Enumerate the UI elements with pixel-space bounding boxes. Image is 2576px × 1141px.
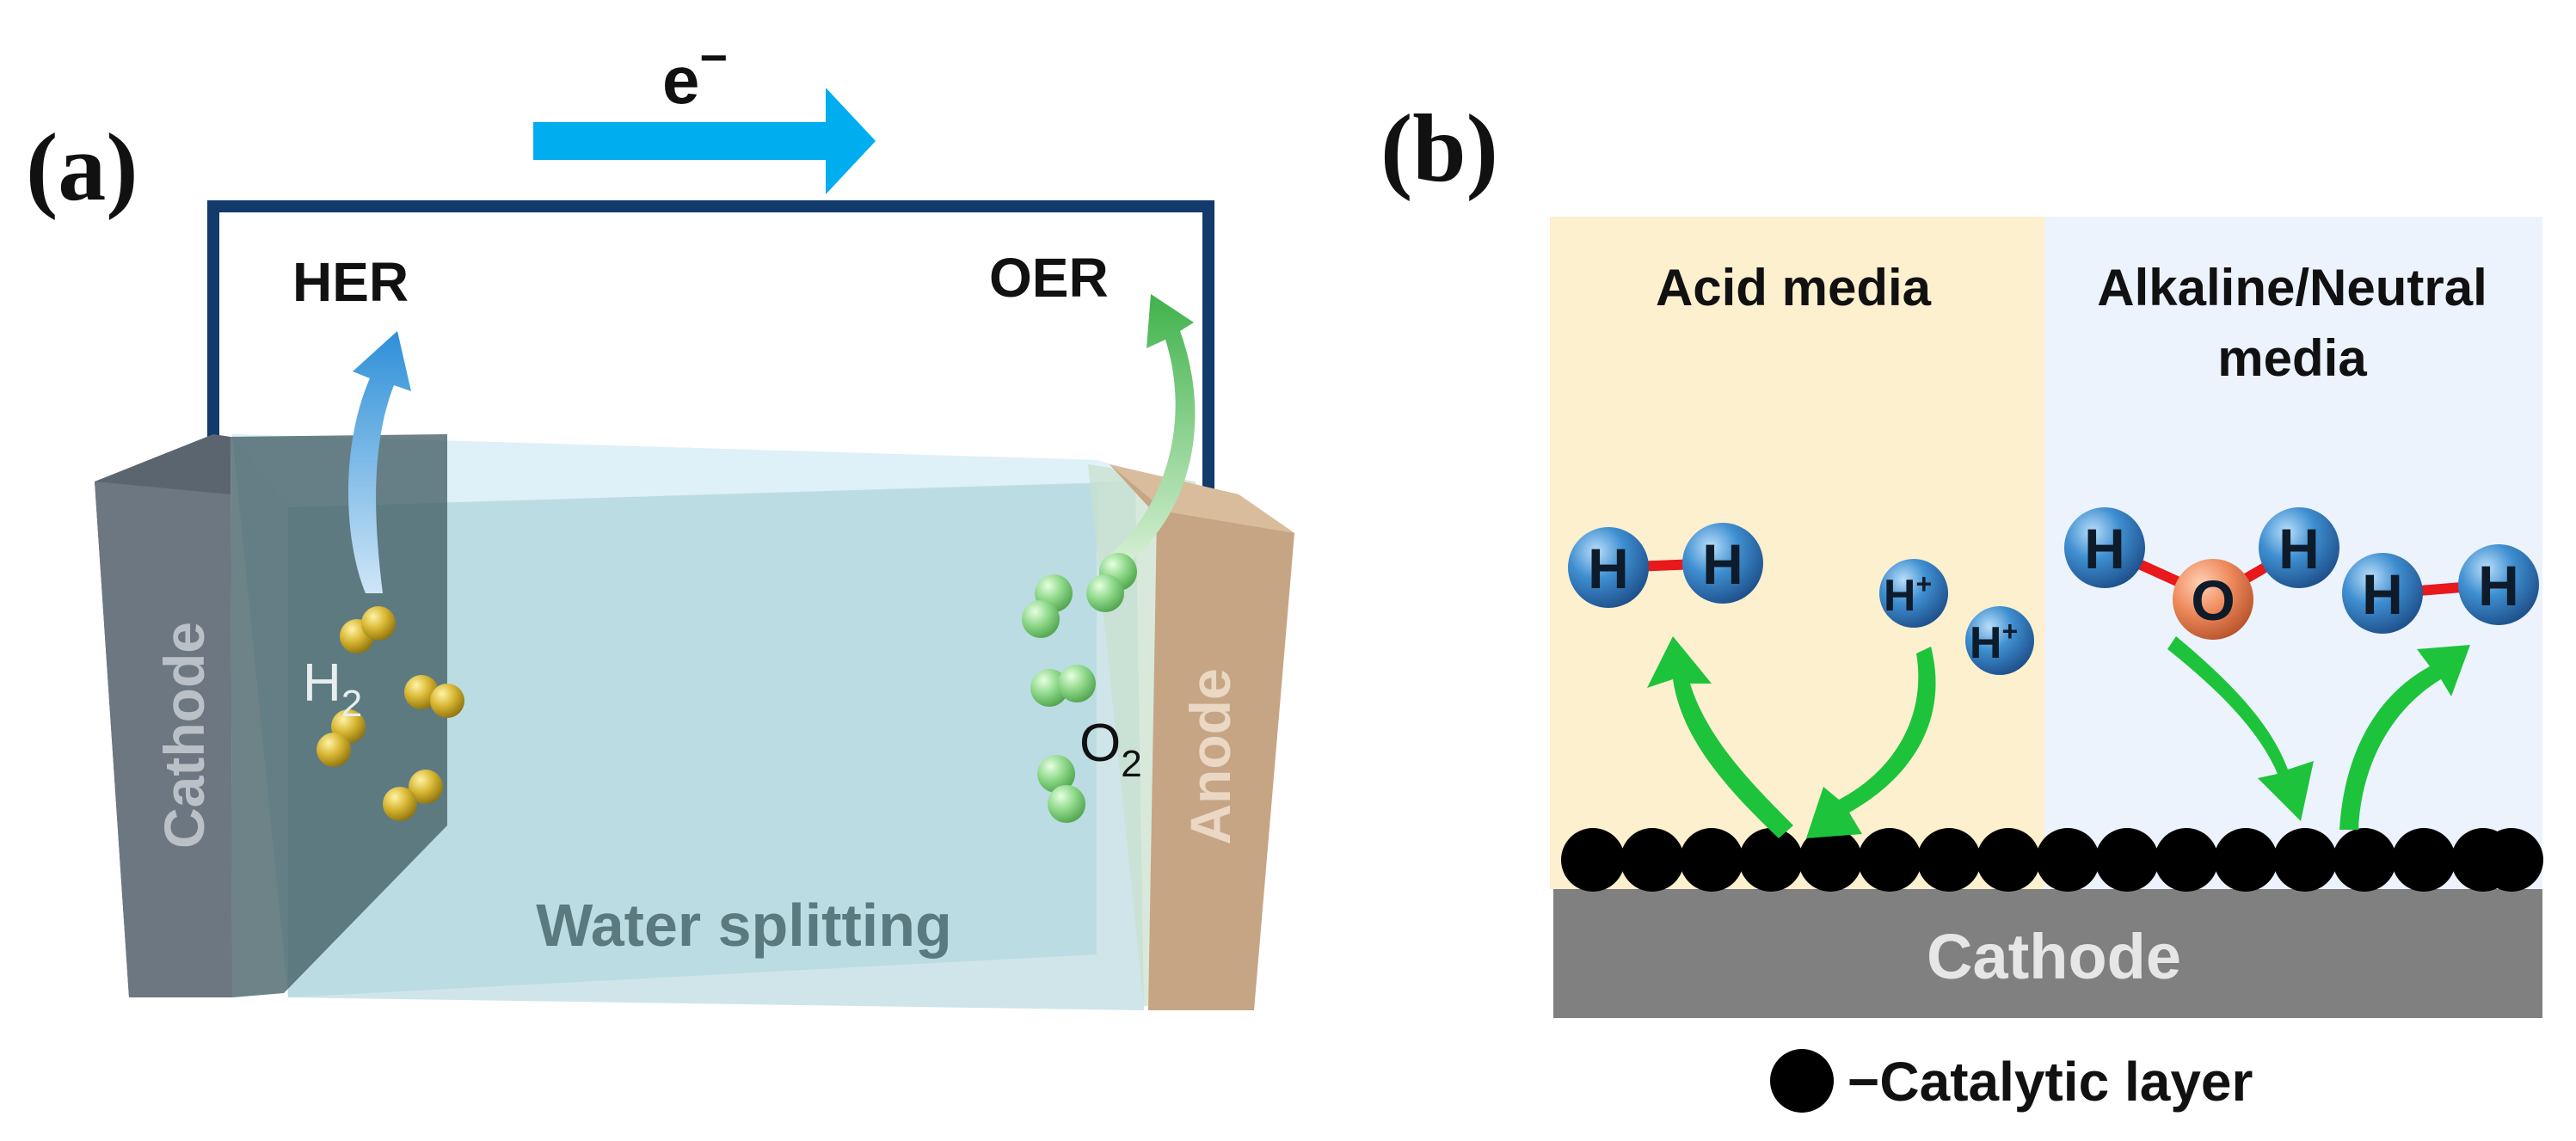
panel-a-label: (a) — [26, 114, 138, 221]
alkaline-arrow-desorption — [2339, 645, 2470, 830]
alkaline-media-label-line2: media — [2217, 329, 2367, 387]
svg-text:H: H — [1702, 532, 1743, 596]
oer-curved-arrow — [1110, 294, 1196, 567]
electron-label: e− — [662, 30, 728, 118]
acid-arrow-adsorption — [1806, 647, 1936, 838]
proton-2: H+ — [1965, 606, 2034, 675]
catalytic-layer-legend-marker — [1770, 1049, 1834, 1113]
catalytic-layer-legend-label: −Catalytic layer — [1847, 1051, 2253, 1113]
h2-molecule-alkaline: H H — [2342, 544, 2539, 634]
electron-flow-arrow — [533, 88, 876, 194]
h2-molecules — [317, 606, 464, 821]
electrolyte-top — [232, 434, 1170, 507]
cathode-plate-front — [95, 482, 232, 997]
external-circuit-wire — [207, 200, 1214, 516]
svg-text:H: H — [2362, 562, 2403, 626]
o2-label: O2 — [1079, 714, 1142, 785]
panel-b: (b) Acid media Alkaline/Neutral media Ca… — [1380, 95, 2543, 1113]
svg-text:H: H — [1588, 537, 1629, 600]
anode-plate-top — [1110, 464, 1294, 533]
svg-text:O: O — [2191, 568, 2235, 632]
her-label: HER — [292, 251, 409, 313]
alkaline-media-label-line1: Alkaline/Neutral — [2097, 259, 2487, 316]
panel-a: (a) e− Cathode Anode HER OER — [26, 30, 1294, 1010]
svg-text:H+: H+ — [1884, 568, 1932, 621]
svg-text:H: H — [2084, 517, 2125, 580]
h2o-molecule: H H O — [2064, 507, 2339, 640]
panel-b-label: (b) — [1380, 95, 1498, 202]
h2-label: H2 — [303, 653, 362, 725]
svg-text:H: H — [2478, 554, 2519, 617]
her-curved-arrow — [348, 331, 411, 593]
anode-plate-side — [1110, 464, 1294, 1010]
svg-text:H: H — [2278, 517, 2320, 580]
electrolyte-front — [288, 482, 1144, 1010]
anode-label: Anode — [1178, 668, 1242, 844]
water-splitting-label: Water splitting — [536, 892, 952, 959]
acid-arrow-desorption — [1647, 636, 1793, 838]
o2-molecules — [1022, 553, 1137, 823]
cathode-label: Cathode — [152, 622, 216, 849]
h2-molecule-acid: H H — [1568, 523, 1763, 608]
proton-1: H+ — [1879, 559, 1948, 628]
catalytic-layer — [1561, 828, 2543, 892]
cathode-slab-label: Cathode — [1927, 921, 2181, 992]
svg-text:H+: H+ — [1970, 616, 2018, 668]
acid-media-label: Acid media — [1656, 259, 1932, 316]
oer-label: OER — [989, 247, 1109, 309]
alkaline-arrow-adsorption — [2167, 636, 2314, 821]
cathode-slab — [1553, 889, 2542, 1018]
